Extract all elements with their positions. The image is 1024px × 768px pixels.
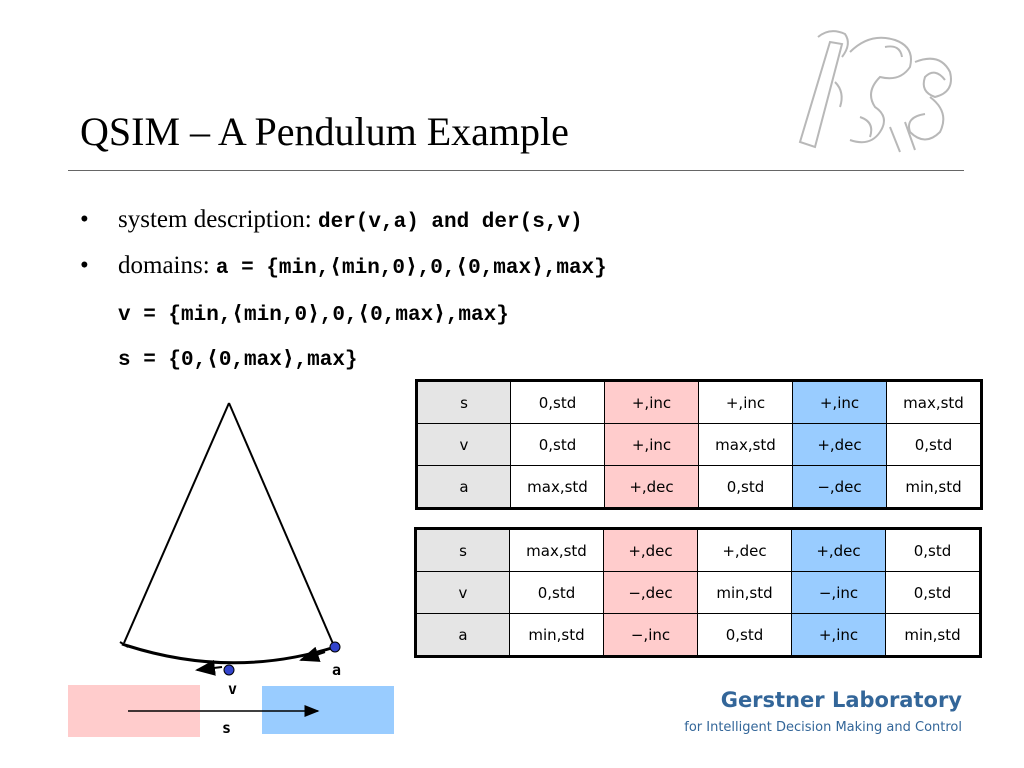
table-cell: 0,std [697,613,792,657]
domain-line-s: s = {0,⟨0,max⟩,max} [118,349,358,372]
table-row: a min,std −,inc 0,std +,inc min,std [415,613,981,657]
label-v: v [228,680,237,698]
row-header: v [416,423,511,466]
table-cell: 0,std [886,423,982,466]
state-table-2: s max,std +,dec +,dec +,dec 0,std v 0,st… [414,527,982,658]
table-cell: +,dec [791,528,886,572]
table-cell: max,std [509,528,604,572]
pendulum-rod-left [123,402,230,644]
table-cell: min,std [886,465,982,509]
bullet-label: domains: [118,252,210,279]
table-cell: −,dec [792,465,887,509]
university-lion-logo [798,30,952,153]
bullet-marker: • [80,252,89,279]
table-cell: min,std [509,613,604,657]
table-cell: max,std [698,423,793,466]
table-cell: 0,std [885,528,981,572]
footer-tagline: for Intelligent Decision Making and Cont… [684,720,962,735]
row-header: a [415,613,510,657]
slide-title: QSIM – A Pendulum Example [80,109,569,154]
bullet-code: der(v,a) and der(s,v) [317,211,583,234]
state-table-1: s 0,std +,inc +,inc +,inc max,std v 0,st… [415,379,983,510]
table-cell: −,dec [603,571,698,614]
bob-center [223,664,235,676]
table-row: v 0,std +,inc max,std +,dec 0,std [416,423,982,466]
table-cell: +,dec [603,528,698,572]
label-a: a [332,661,341,679]
bob-right [329,641,341,653]
acceleration-arrow [299,646,326,662]
table-cell: max,std [886,380,982,424]
table-cell: 0,std [698,465,793,509]
table-row: v 0,std −,dec min,std −,inc 0,std [415,571,981,614]
bullet-domains: domains: a = {min,⟨min,0⟩,0,⟨0,max⟩,max} [118,252,607,280]
label-s: s [222,719,231,737]
table-row: s 0,std +,inc +,inc +,inc max,std [416,380,982,424]
domain-line-v: v = {min,⟨min,0⟩,0,⟨0,max⟩,max} [118,304,509,327]
table-row: a max,std +,dec 0,std −,dec min,std [416,465,982,509]
pendulum-diagram: a v s [68,402,394,737]
row-header: v [415,571,510,614]
table-cell: −,inc [791,571,886,614]
table-cell: +,inc [604,380,699,424]
table-row: s max,std +,dec +,dec +,dec 0,std [415,528,981,572]
table-cell: +,inc [604,423,699,466]
bullet-label: system description: [118,206,312,233]
table-cell: 0,std [509,571,604,614]
table-cell: 0,std [510,380,605,424]
pendulum-rod-right [228,402,335,647]
bullet-marker: • [80,206,89,233]
row-header: a [416,465,511,509]
bullet-system-description: system description: der(v,a) and der(s,v… [118,206,583,234]
table-cell: min,std [697,571,792,614]
table-cell: +,inc [698,380,793,424]
table-cell: +,dec [697,528,792,572]
table-cell: +,inc [792,380,887,424]
table-cell: 0,std [510,423,605,466]
positive-region-box [262,686,394,734]
table-cell: +,inc [791,613,886,657]
table-cell: +,dec [792,423,887,466]
table-cell: −,inc [603,613,698,657]
table-cell: max,std [510,465,605,509]
table-cell: +,dec [604,465,699,509]
bullet-code: a = {min,⟨min,0⟩,0,⟨0,max⟩,max} [215,257,607,280]
row-header: s [416,380,511,424]
velocity-arrow [195,659,223,676]
table-cell: min,std [885,613,981,657]
footer-lab-name: Gerstner Laboratory [720,688,962,712]
title-divider [68,170,964,171]
table-cell: 0,std [885,571,981,614]
row-header: s [415,528,510,572]
